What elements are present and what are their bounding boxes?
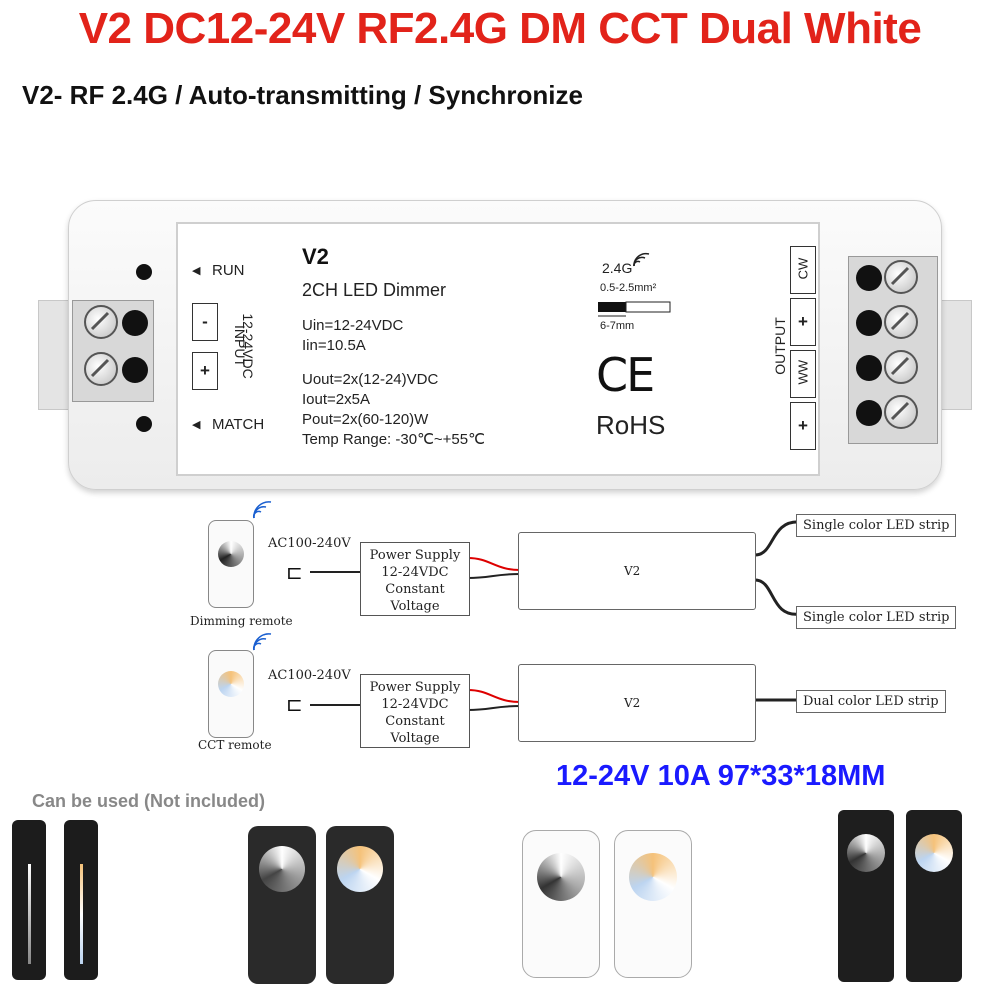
remote-2-signal-icon: [253, 633, 272, 651]
ac-label-2: AC100-240V: [268, 668, 351, 683]
single-strip-1: Single color LED strip: [796, 514, 957, 537]
run-label: RUN: [212, 262, 245, 279]
power-supply-2: Power Supply 12-24VDC Constant Voltage: [360, 674, 470, 748]
device-label-panel: [176, 222, 820, 476]
output-screw-4: [884, 395, 918, 429]
wire-strip-icon: [598, 301, 671, 317]
spec-summary: 12-24V 10A 97*33*18MM: [556, 760, 886, 792]
output-cw-label: CW: [795, 257, 811, 280]
rf-label: 2.4G: [602, 260, 633, 276]
spec-temp: Temp Range: -30℃~+55℃: [302, 431, 485, 448]
page-title: V2 DC12-24V RF2.4G DM CCT Dual White: [78, 4, 922, 53]
cct-remote-label: CCT remote: [198, 738, 272, 752]
mini-controller-2: [518, 664, 756, 742]
psu-2-line2: 12-24VDC: [381, 697, 449, 712]
spec-uin: Uin=12-24VDC: [302, 317, 404, 334]
output-pin-4: [856, 400, 882, 426]
product-name: 2CH LED Dimmer: [302, 280, 447, 300]
spec-pout: Pout=2x(60-120)W: [302, 411, 429, 428]
match-label: MATCH: [212, 416, 265, 433]
compatibility-label: Can be used (Not included): [32, 791, 266, 811]
dual-strip: Dual color LED strip: [796, 690, 946, 713]
psu-1-line2: 12-24VDC: [381, 565, 449, 580]
power-supply-1: Power Supply 12-24VDC Constant Voltage: [360, 542, 470, 616]
output-pin-3: [856, 355, 882, 381]
dimming-remote-label: Dimming remote: [190, 614, 293, 628]
remote-white-dim-image: [522, 830, 600, 978]
remote-slim-cct-image: [64, 820, 98, 980]
match-arrow-icon: ◀: [192, 419, 201, 431]
remote-1-signal-icon: [253, 501, 272, 519]
led-indicator-run: [136, 264, 152, 280]
output-pin-2: [856, 310, 882, 336]
mini-controller-2-model: V2: [624, 696, 641, 710]
input-range-label: 12-24VDC: [240, 313, 256, 379]
dimming-remote-image: [208, 520, 254, 608]
output-screw-2: [884, 305, 918, 339]
mini-controller-1: [518, 532, 756, 610]
spec-iin: Iin=10.5A: [302, 337, 366, 354]
wire-spec-label: 0.5-2.5mm²: [600, 282, 657, 294]
output-pin-1: [856, 265, 882, 291]
output-label: OUTPUT: [772, 317, 788, 375]
single-strip-2: Single color LED strip: [796, 606, 957, 629]
input-screw-1: [84, 305, 118, 339]
remote-slim-dim-image: [12, 820, 46, 980]
output-screw-1: [884, 260, 918, 294]
output-cw-box: CW: [790, 246, 816, 294]
output-ww-label: WW: [795, 359, 811, 385]
remote-panel-cct-image: [906, 810, 962, 982]
run-arrow-icon: ◀: [192, 265, 201, 277]
input-plus-label: +: [192, 352, 218, 390]
output-ww-box: WW: [790, 350, 816, 398]
strip-length-label: 6-7mm: [600, 320, 635, 332]
plug-icon-1: ⊏: [286, 562, 303, 584]
remote-white-cct-image: [614, 830, 692, 978]
output-plus-1: +: [790, 298, 816, 346]
remote-dark-dim-image: [248, 826, 316, 984]
wireless-signal-icon: [633, 252, 650, 267]
input-minus-label: -: [192, 303, 218, 341]
mini-controller-1-model: V2: [624, 564, 641, 578]
model-name: V2: [302, 244, 329, 269]
remote-dark-cct-image: [326, 826, 394, 984]
spec-iout: Iout=2x5A: [302, 391, 370, 408]
psu-2-line3: Constant Voltage: [385, 714, 445, 746]
psu-1-line3: Constant Voltage: [385, 582, 445, 614]
rohs-mark: RoHS: [596, 410, 666, 440]
psu-2-line1: Power Supply: [369, 680, 461, 695]
input-pin-1: [122, 310, 148, 336]
led-indicator-match: [136, 416, 152, 432]
cct-remote-image: [208, 650, 254, 738]
wiring-lines: [310, 520, 801, 711]
plug-icon-2: ⊏: [286, 694, 303, 716]
output-plus-2: +: [790, 402, 816, 450]
remote-panel-dim-image: [838, 810, 894, 982]
ce-mark: CE: [596, 348, 655, 402]
ac-label-1: AC100-240V: [268, 536, 351, 551]
spec-uout: Uout=2x(12-24)VDC: [302, 371, 439, 388]
input-pin-2: [122, 357, 148, 383]
psu-1-line1: Power Supply: [369, 548, 461, 563]
output-screw-3: [884, 350, 918, 384]
page-subtitle: V2- RF 2.4G / Auto-transmitting / Synchr…: [22, 80, 583, 110]
input-screw-2: [84, 352, 118, 386]
